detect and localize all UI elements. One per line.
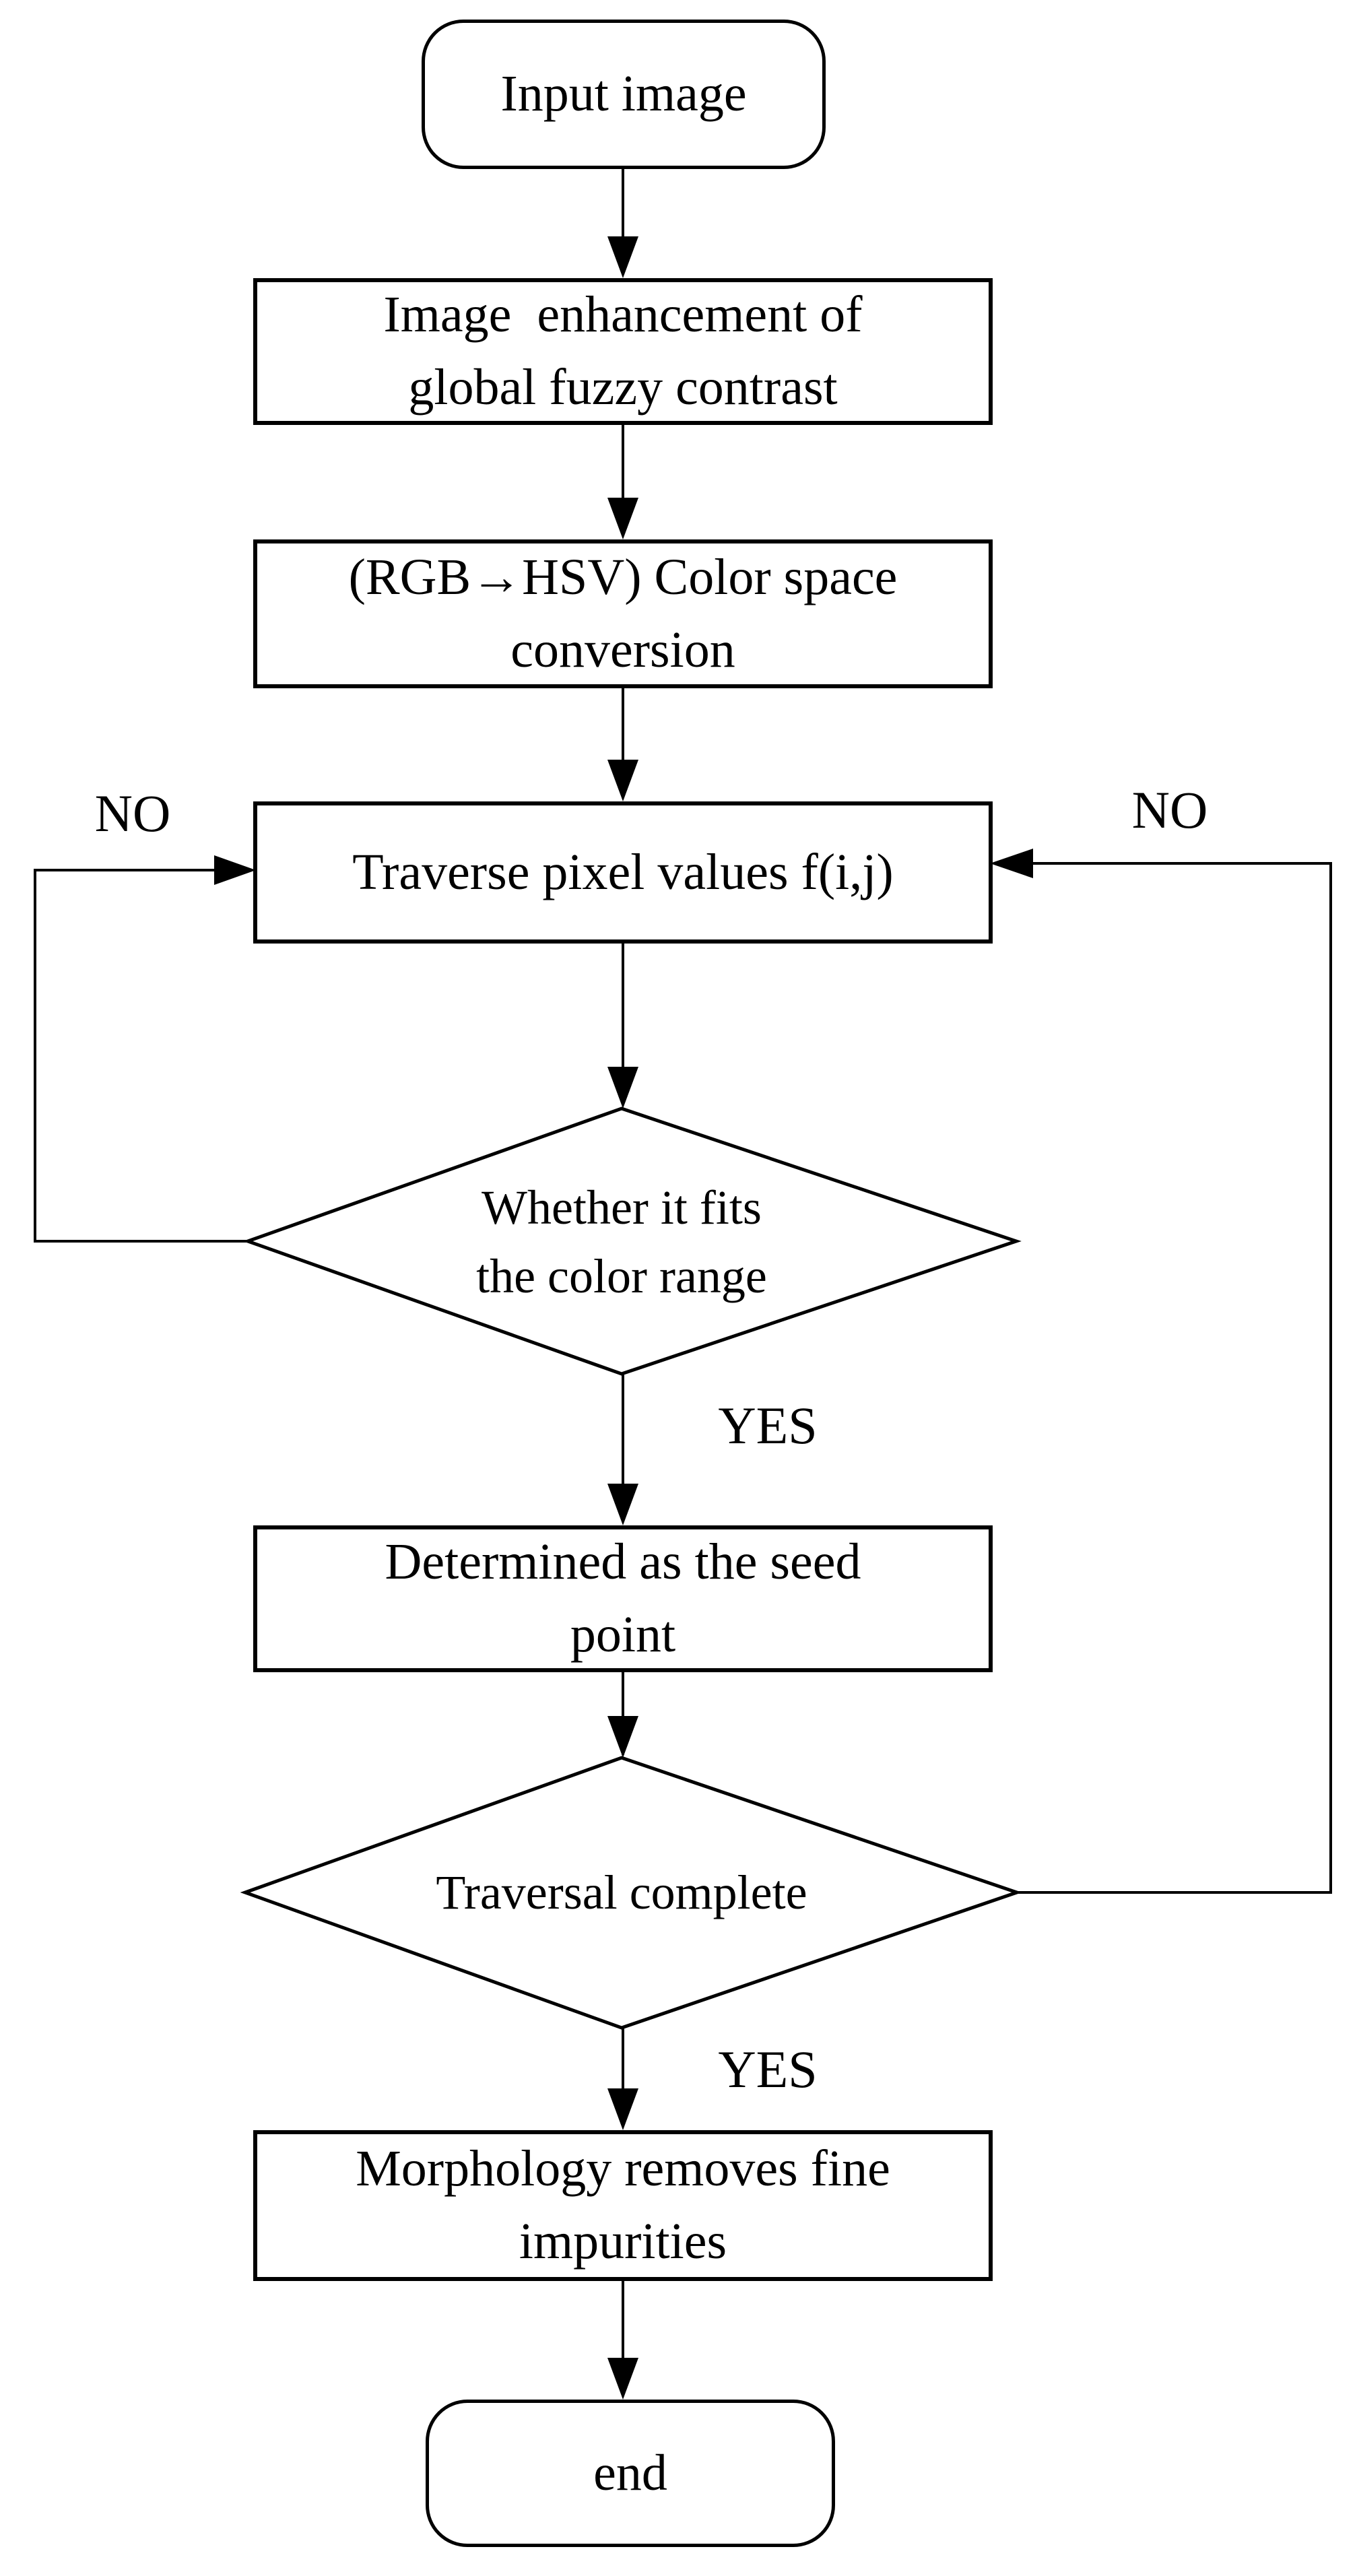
node-label: (RGB→HSV) Color space conversion	[348, 548, 898, 678]
edge-seed-to-complete	[607, 1671, 638, 1758]
edge-enhance-to-convert	[607, 424, 638, 539]
edge-no-fits-arrowhead-icon	[214, 855, 256, 885]
node-input-image: Input image	[422, 20, 826, 169]
edge-convert-to-traverse	[607, 687, 638, 801]
node-label: Image enhancement of global fuzzy contra…	[383, 286, 863, 416]
node-end: end	[426, 2400, 835, 2547]
edge-label-no-fits: NO	[94, 784, 171, 843]
node-traverse-pixels: Traverse pixel values f(i,j)	[253, 801, 993, 944]
node-morphology: Morphology removes fine impurities	[253, 2130, 993, 2281]
node-seed-point: Determined as the seed point	[253, 1525, 993, 1672]
edge-no-complete-line	[1017, 862, 1332, 1894]
node-label: Determined as the seed point	[385, 1533, 861, 1663]
edge-label-yes-fits: YES	[718, 1396, 818, 1455]
edge-traverse-to-fits	[607, 942, 638, 1109]
node-label: Traversal complete	[436, 1865, 807, 1919]
edge-start-to-enhance	[607, 168, 638, 278]
edge-no-complete-arrowhead-icon	[990, 849, 1033, 878]
arrowhead-icon	[607, 236, 638, 278]
edge-label-yes-complete: YES	[718, 2040, 818, 2099]
node-label: Morphology removes fine impurities	[356, 2140, 890, 2270]
decision-fits-label: Whether it fits the color range	[337, 1156, 906, 1328]
edge-morphology-to-end	[607, 2280, 638, 2400]
decision-complete-shape	[240, 1756, 1022, 2030]
arrowhead-icon	[607, 2088, 638, 2130]
node-image-enhancement: Image enhancement of global fuzzy contra…	[253, 278, 993, 425]
decision-fits-shape	[242, 1107, 1022, 1376]
arrowhead-icon	[607, 498, 638, 539]
arrowhead-icon	[607, 760, 638, 801]
arrowhead-icon	[607, 1067, 638, 1109]
edge-no-fits-loop	[34, 855, 256, 1243]
edge-no-fits-line	[34, 869, 248, 1243]
node-label: end	[593, 2444, 667, 2501]
edge-complete-yes-to-morphology	[607, 2026, 638, 2130]
node-color-space-conversion: (RGB→HSV) Color space conversion	[253, 539, 993, 688]
arrowhead-icon	[607, 2358, 638, 2400]
node-label: Input image	[500, 65, 747, 123]
decision-complete-label: Traversal complete	[337, 1845, 906, 1940]
node-label: Traverse pixel values f(i,j)	[352, 843, 894, 900]
edge-fits-yes-to-seed	[607, 1373, 638, 1525]
node-label: Whether it fits the color range	[476, 1180, 767, 1303]
arrowhead-icon	[607, 1484, 638, 1525]
arrowhead-icon	[607, 1716, 638, 1758]
edge-label-no-complete: NO	[1131, 781, 1208, 839]
edge-no-complete-loop	[990, 849, 1332, 1894]
